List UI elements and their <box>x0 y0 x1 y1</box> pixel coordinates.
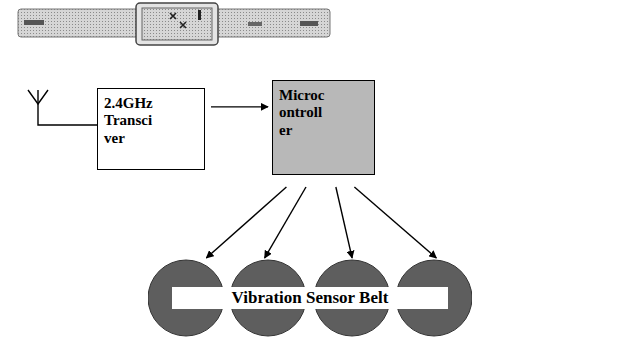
antenna-symbol <box>28 90 97 125</box>
arrow-connector <box>211 106 268 107</box>
arrow-connector <box>265 187 306 258</box>
belt-illustration <box>18 3 330 45</box>
transceiver-box: 2.4GHz Transci ver <box>97 88 205 170</box>
box-label: Microc ontroll er <box>279 87 325 139</box>
box-label: 2.4GHz Transci ver <box>104 95 153 147</box>
belt-label: Vibration Sensor Belt <box>229 288 392 308</box>
arrow-connector <box>336 187 352 258</box>
microcontroller-box: Microc ontroll er <box>272 80 375 175</box>
arrow-connector <box>354 187 436 258</box>
sensor-belt: Vibration Sensor Belt <box>148 258 472 338</box>
arrow-connector <box>206 187 286 258</box>
